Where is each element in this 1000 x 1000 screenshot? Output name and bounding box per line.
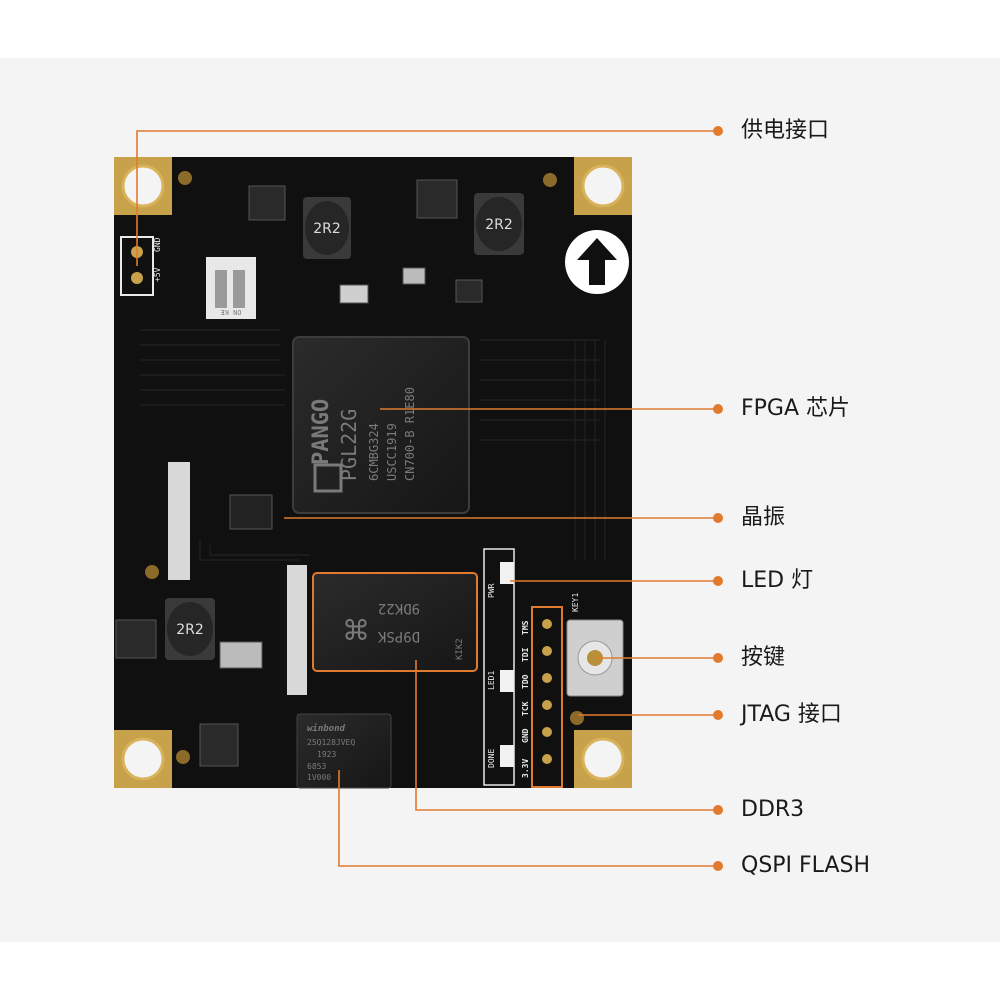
silk-led-done: DONE <box>487 749 496 768</box>
flash-line-4: 1V000 <box>307 773 331 782</box>
silk-jtag-tck: TCK <box>521 701 530 716</box>
mounting-pads <box>114 157 632 788</box>
connector-strip-left <box>168 462 307 695</box>
arrow-up-icon <box>565 230 629 294</box>
qspi-flash-chip: winbond 25Q128JVEQ 1923 6853 1V000 <box>296 713 392 789</box>
switch-text: ON KE <box>220 308 241 316</box>
leader-qspi <box>338 770 718 867</box>
label-power: 供电接口 <box>741 118 830 143</box>
ddr-side: KIK2 <box>455 638 465 660</box>
flash-line-2: 1923 <box>317 750 336 759</box>
silk-jtag-gnd: GND <box>521 728 530 743</box>
inductor-1: 2R2 <box>303 197 351 259</box>
label-led: LED 灯 <box>741 568 814 593</box>
label-button: 按键 <box>741 645 786 670</box>
small-components <box>115 179 483 767</box>
silk-jtag-3v3: 3.3V <box>521 759 530 778</box>
label-qspi: QSPI FLASH <box>741 853 871 878</box>
flash-brand: winbond <box>307 723 346 734</box>
pango-logo-icon <box>313 463 343 493</box>
callout-lines <box>136 130 718 867</box>
inductor-3-label: 2R2 <box>176 622 204 638</box>
ddr-line-2: 9DK22 <box>378 600 420 616</box>
dip-switch: ON KE <box>206 257 256 319</box>
pcb-traces <box>140 329 606 561</box>
fpga-brand: PANGO <box>309 399 334 465</box>
callout-dots <box>713 126 723 871</box>
label-ddr3: DDR3 <box>741 797 805 822</box>
fpga-line-1: 6CMBG324 <box>367 423 381 481</box>
silk-jtag-tms: TMS <box>521 620 530 635</box>
silk-power-5v: +5V <box>153 267 162 282</box>
label-fpga: FPGA 芯片 <box>741 396 851 421</box>
micron-logo-icon: ⌘ <box>342 614 370 647</box>
led-area: PWR LED1 DONE <box>483 548 515 786</box>
silk-led-1: LED1 <box>487 671 496 690</box>
fpga-line-2: USCC1919 <box>385 423 399 481</box>
inductor-2-label: 2R2 <box>485 217 513 233</box>
flash-line-3: 6853 <box>307 762 326 771</box>
inductor-1-label: 2R2 <box>313 221 341 237</box>
leader-ddr3 <box>415 660 718 811</box>
ddr-line-1: D9PSK <box>377 628 420 644</box>
silk-key1: KEY1 <box>571 593 580 612</box>
inductor-3: 2R2 <box>165 598 215 660</box>
leader-power <box>136 130 718 266</box>
fpga-line-3: CN700-B R1E80 <box>403 387 417 481</box>
ddr3-chip: D9PSK 9DK22 KIK2 ⌘ <box>312 572 478 672</box>
silk-jtag-tdo: TDO <box>521 674 530 689</box>
inductor-2: 2R2 <box>474 193 524 255</box>
flash-line-1: 25Q128JVEQ <box>307 738 355 747</box>
silk-power-gnd: GND <box>153 237 162 252</box>
silk-led-pwr: PWR <box>487 583 496 598</box>
silk-jtag-tdi: TDI <box>521 647 530 662</box>
jtag-header: TMS TDI TDO TCK GND 3.3V <box>521 606 563 788</box>
label-crystal: 晶振 <box>741 505 786 530</box>
fpga-chip: PANGO PGL22G 6CMBG324 USCC1919 CN700-B R… <box>292 336 470 514</box>
label-jtag: JTAG 接口 <box>741 702 842 727</box>
